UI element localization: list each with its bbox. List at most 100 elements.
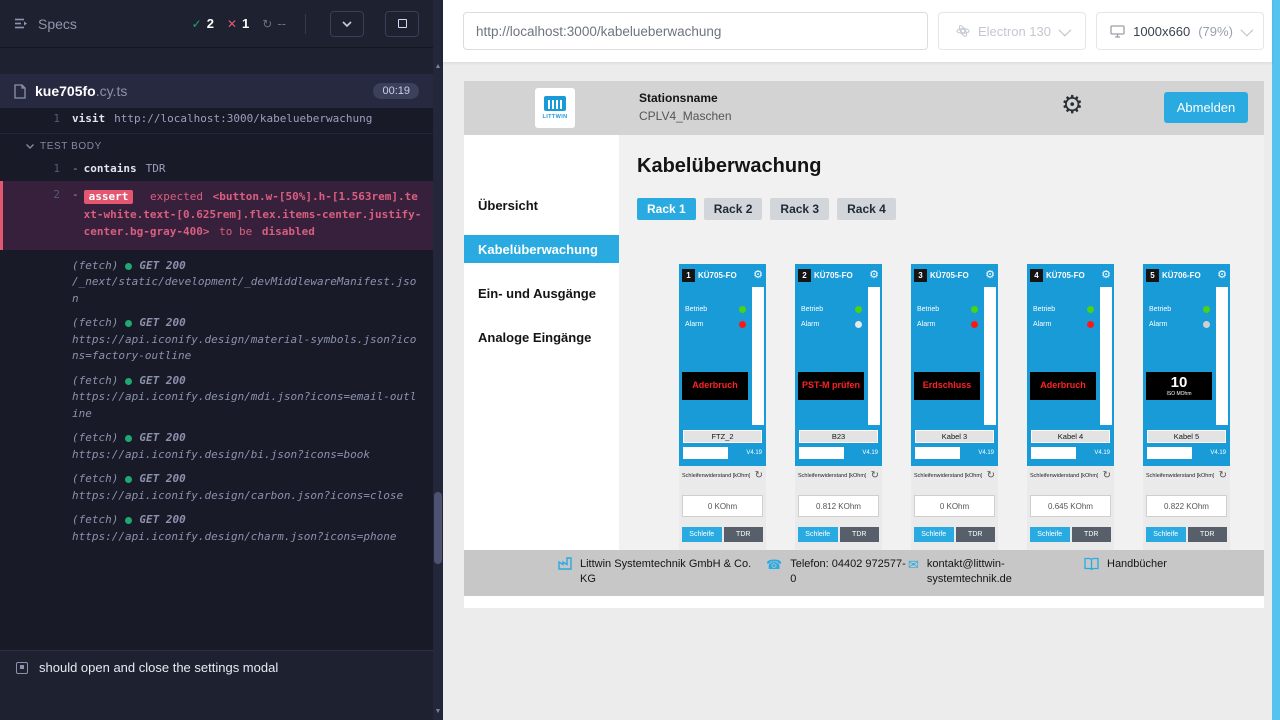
fetch-log-entry[interactable]: (fetch) GET 200 https://api.iconify.desi… — [0, 422, 433, 463]
url-input[interactable]: http://localhost:3000/kabelueberwachung — [463, 12, 928, 50]
sidebar-item-analoge-eingaenge[interactable]: Analoge Eingänge — [478, 329, 592, 345]
settings-gear-icon[interactable]: ⚙ — [1061, 91, 1084, 119]
fetch-url: https://api.iconify.design/carbon.json?i… — [72, 488, 404, 502]
sidebar-item-kabelueberwachung[interactable]: Kabelüberwachung — [464, 235, 619, 263]
logo-building-icon — [544, 96, 566, 111]
file-icon — [14, 83, 26, 99]
check-icon: ✓ — [191, 16, 202, 31]
status-dot — [125, 377, 133, 385]
station-info: Stationsname CPLV4_Maschen — [639, 91, 732, 123]
schleife-button[interactable]: Schleife — [914, 527, 954, 542]
fetch-log-entry[interactable]: (fetch) GET 200 /_next/static/developmen… — [0, 250, 433, 308]
alarm-label: Alarm — [917, 321, 936, 328]
status-dot — [125, 435, 133, 443]
refresh-icon[interactable]: ↻ — [754, 470, 763, 481]
tab-rack-3[interactable]: Rack 3 — [770, 198, 830, 220]
specs-label: Specs — [38, 15, 77, 32]
card-gear-icon[interactable]: ⚙ — [1101, 268, 1111, 281]
betrieb-label: Betrieb — [685, 306, 708, 313]
tab-rack-2[interactable]: Rack 2 — [703, 198, 763, 220]
tdr-button[interactable]: TDR — [1071, 527, 1111, 542]
refresh-icon[interactable]: ↻ — [1102, 470, 1111, 481]
fetch-log-entry[interactable]: (fetch) GET 200 https://api.iconify.desi… — [0, 463, 433, 504]
browser-icon — [956, 24, 970, 38]
footer-email[interactable]: ✉ kontakt@littwin-systemtechnik.de — [908, 557, 1012, 585]
contains-command[interactable]: 1 - contains TDR — [0, 158, 433, 180]
fetch-log-entry[interactable]: (fetch) GET 200 https://api.iconify.desi… — [0, 504, 433, 545]
alarm-label: Alarm — [1033, 321, 1052, 328]
schleife-button[interactable]: Schleife — [798, 527, 838, 542]
resistance-label: Schleifenwiderstand [kOhm] — [798, 473, 867, 479]
next-test-row[interactable]: should open and close the settings modal — [0, 650, 433, 684]
viewport-icon — [1110, 24, 1125, 38]
scroll-up-arrow[interactable]: ▲ — [434, 63, 442, 70]
betrieb-led — [1203, 306, 1210, 313]
chevron-down-icon — [1058, 23, 1072, 36]
measurement-section: Schleifenwiderstand [kOhm]↻ 0.812 KOhm S… — [795, 466, 882, 556]
tab-rack-4[interactable]: Rack 4 — [837, 198, 896, 220]
card-gear-icon[interactable]: ⚙ — [1217, 268, 1227, 281]
book-icon — [1084, 557, 1099, 570]
footer-phone: ☎ Telefon: 04402 972577-0 — [766, 557, 906, 585]
browser-select[interactable]: Electron 130 — [938, 12, 1086, 50]
footer-spacer — [464, 596, 1264, 608]
sidebar-item-ein-und-ausgaenge[interactable]: Ein- und Ausgänge — [478, 285, 596, 301]
reporter-scrollbar[interactable]: ▲ ▼ — [433, 0, 443, 720]
status-display: Aderbruch — [1030, 372, 1096, 400]
alarm-label: Alarm — [1149, 321, 1168, 328]
status-display: Erdschluss — [914, 372, 980, 400]
chevron-down-icon — [26, 144, 34, 149]
schleife-button[interactable]: Schleife — [1030, 527, 1070, 542]
failed-assert-command[interactable]: 2 - assert expected <button.w-[50%].h-[1… — [0, 181, 433, 250]
betrieb-led — [855, 306, 862, 313]
device-cards: 1 KÜ705-FO ⚙ Betrieb Alarm Aderbruch — [679, 264, 1264, 556]
card-gear-icon[interactable]: ⚙ — [869, 268, 879, 281]
stop-button[interactable] — [385, 10, 419, 37]
test-stats: ✓ 2 ✕ 1 ↻ -- — [191, 10, 419, 37]
specs-toggle[interactable]: Specs — [14, 16, 77, 32]
scroll-down-arrow[interactable]: ▼ — [434, 708, 442, 715]
rack-tabs: Rack 1 Rack 2 Rack 3 Rack 4 — [637, 198, 1264, 220]
resistance-value: 0 KOhm — [682, 495, 763, 517]
device-card-4: 4 KÜ705-FO ⚙ Betrieb Alarm Aderbruch — [1027, 264, 1114, 556]
refresh-icon[interactable]: ↻ — [1218, 470, 1227, 481]
resistance-value: 0 KOhm — [914, 495, 995, 517]
device-card-2: 2 KÜ705-FO ⚙ Betrieb Alarm PST-M prüfen — [795, 264, 882, 556]
card-side-strip — [1100, 287, 1112, 425]
fetch-url: https://api.iconify.design/charm.json?ic… — [72, 529, 397, 543]
spec-header[interactable]: kue705fo.cy.ts 00:19 — [0, 74, 433, 108]
betrieb-led — [1087, 306, 1094, 313]
resistance-label: Schleifenwiderstand [kOhm] — [1146, 473, 1215, 479]
refresh-icon[interactable]: ↻ — [870, 470, 879, 481]
scrollbar-thumb[interactable] — [434, 492, 442, 564]
device-card-3: 3 KÜ705-FO ⚙ Betrieb Alarm Erdschluss — [911, 264, 998, 556]
factory-icon — [558, 557, 572, 570]
stat-pending: ↻ -- — [262, 16, 286, 31]
tdr-button[interactable]: TDR — [1187, 527, 1227, 542]
sidebar-item-uebersicht[interactable]: Übersicht — [478, 197, 538, 213]
fetch-log-entry[interactable]: (fetch) GET 200 https://api.iconify.desi… — [0, 307, 433, 365]
tdr-button[interactable]: TDR — [839, 527, 879, 542]
tdr-button[interactable]: TDR — [955, 527, 995, 542]
collapse-button[interactable] — [330, 10, 364, 37]
schleife-button[interactable]: Schleife — [1146, 527, 1186, 542]
card-gear-icon[interactable]: ⚙ — [985, 268, 995, 281]
visit-command[interactable]: 1 visit http://localhost:3000/kabelueber… — [0, 108, 433, 134]
card-side-strip — [1216, 287, 1228, 425]
device-card-5: 5 KÜ706-FO ⚙ Betrieb Alarm 10 ISO MOhm — [1143, 264, 1230, 556]
measurement-section: Schleifenwiderstand [kOhm]↻ 0.822 KOhm S… — [1143, 466, 1230, 556]
refresh-icon[interactable]: ↻ — [986, 470, 995, 481]
fetch-log-entry[interactable]: (fetch) GET 200 https://api.iconify.desi… — [0, 365, 433, 423]
status-dot — [125, 476, 133, 484]
tab-rack-1[interactable]: Rack 1 — [637, 198, 696, 220]
logout-button[interactable]: Abmelden — [1164, 92, 1248, 123]
footer-manuals[interactable]: Handbücher — [1084, 557, 1167, 572]
betrieb-label: Betrieb — [917, 306, 940, 313]
tdr-button[interactable]: TDR — [723, 527, 763, 542]
card-gear-icon[interactable]: ⚙ — [753, 268, 763, 281]
viewport-select[interactable]: 1000x660 (79%) — [1096, 12, 1264, 50]
schleife-button[interactable]: Schleife — [682, 527, 722, 542]
test-body-section[interactable]: TEST BODY — [0, 134, 433, 158]
line-number: 2 — [53, 188, 60, 201]
